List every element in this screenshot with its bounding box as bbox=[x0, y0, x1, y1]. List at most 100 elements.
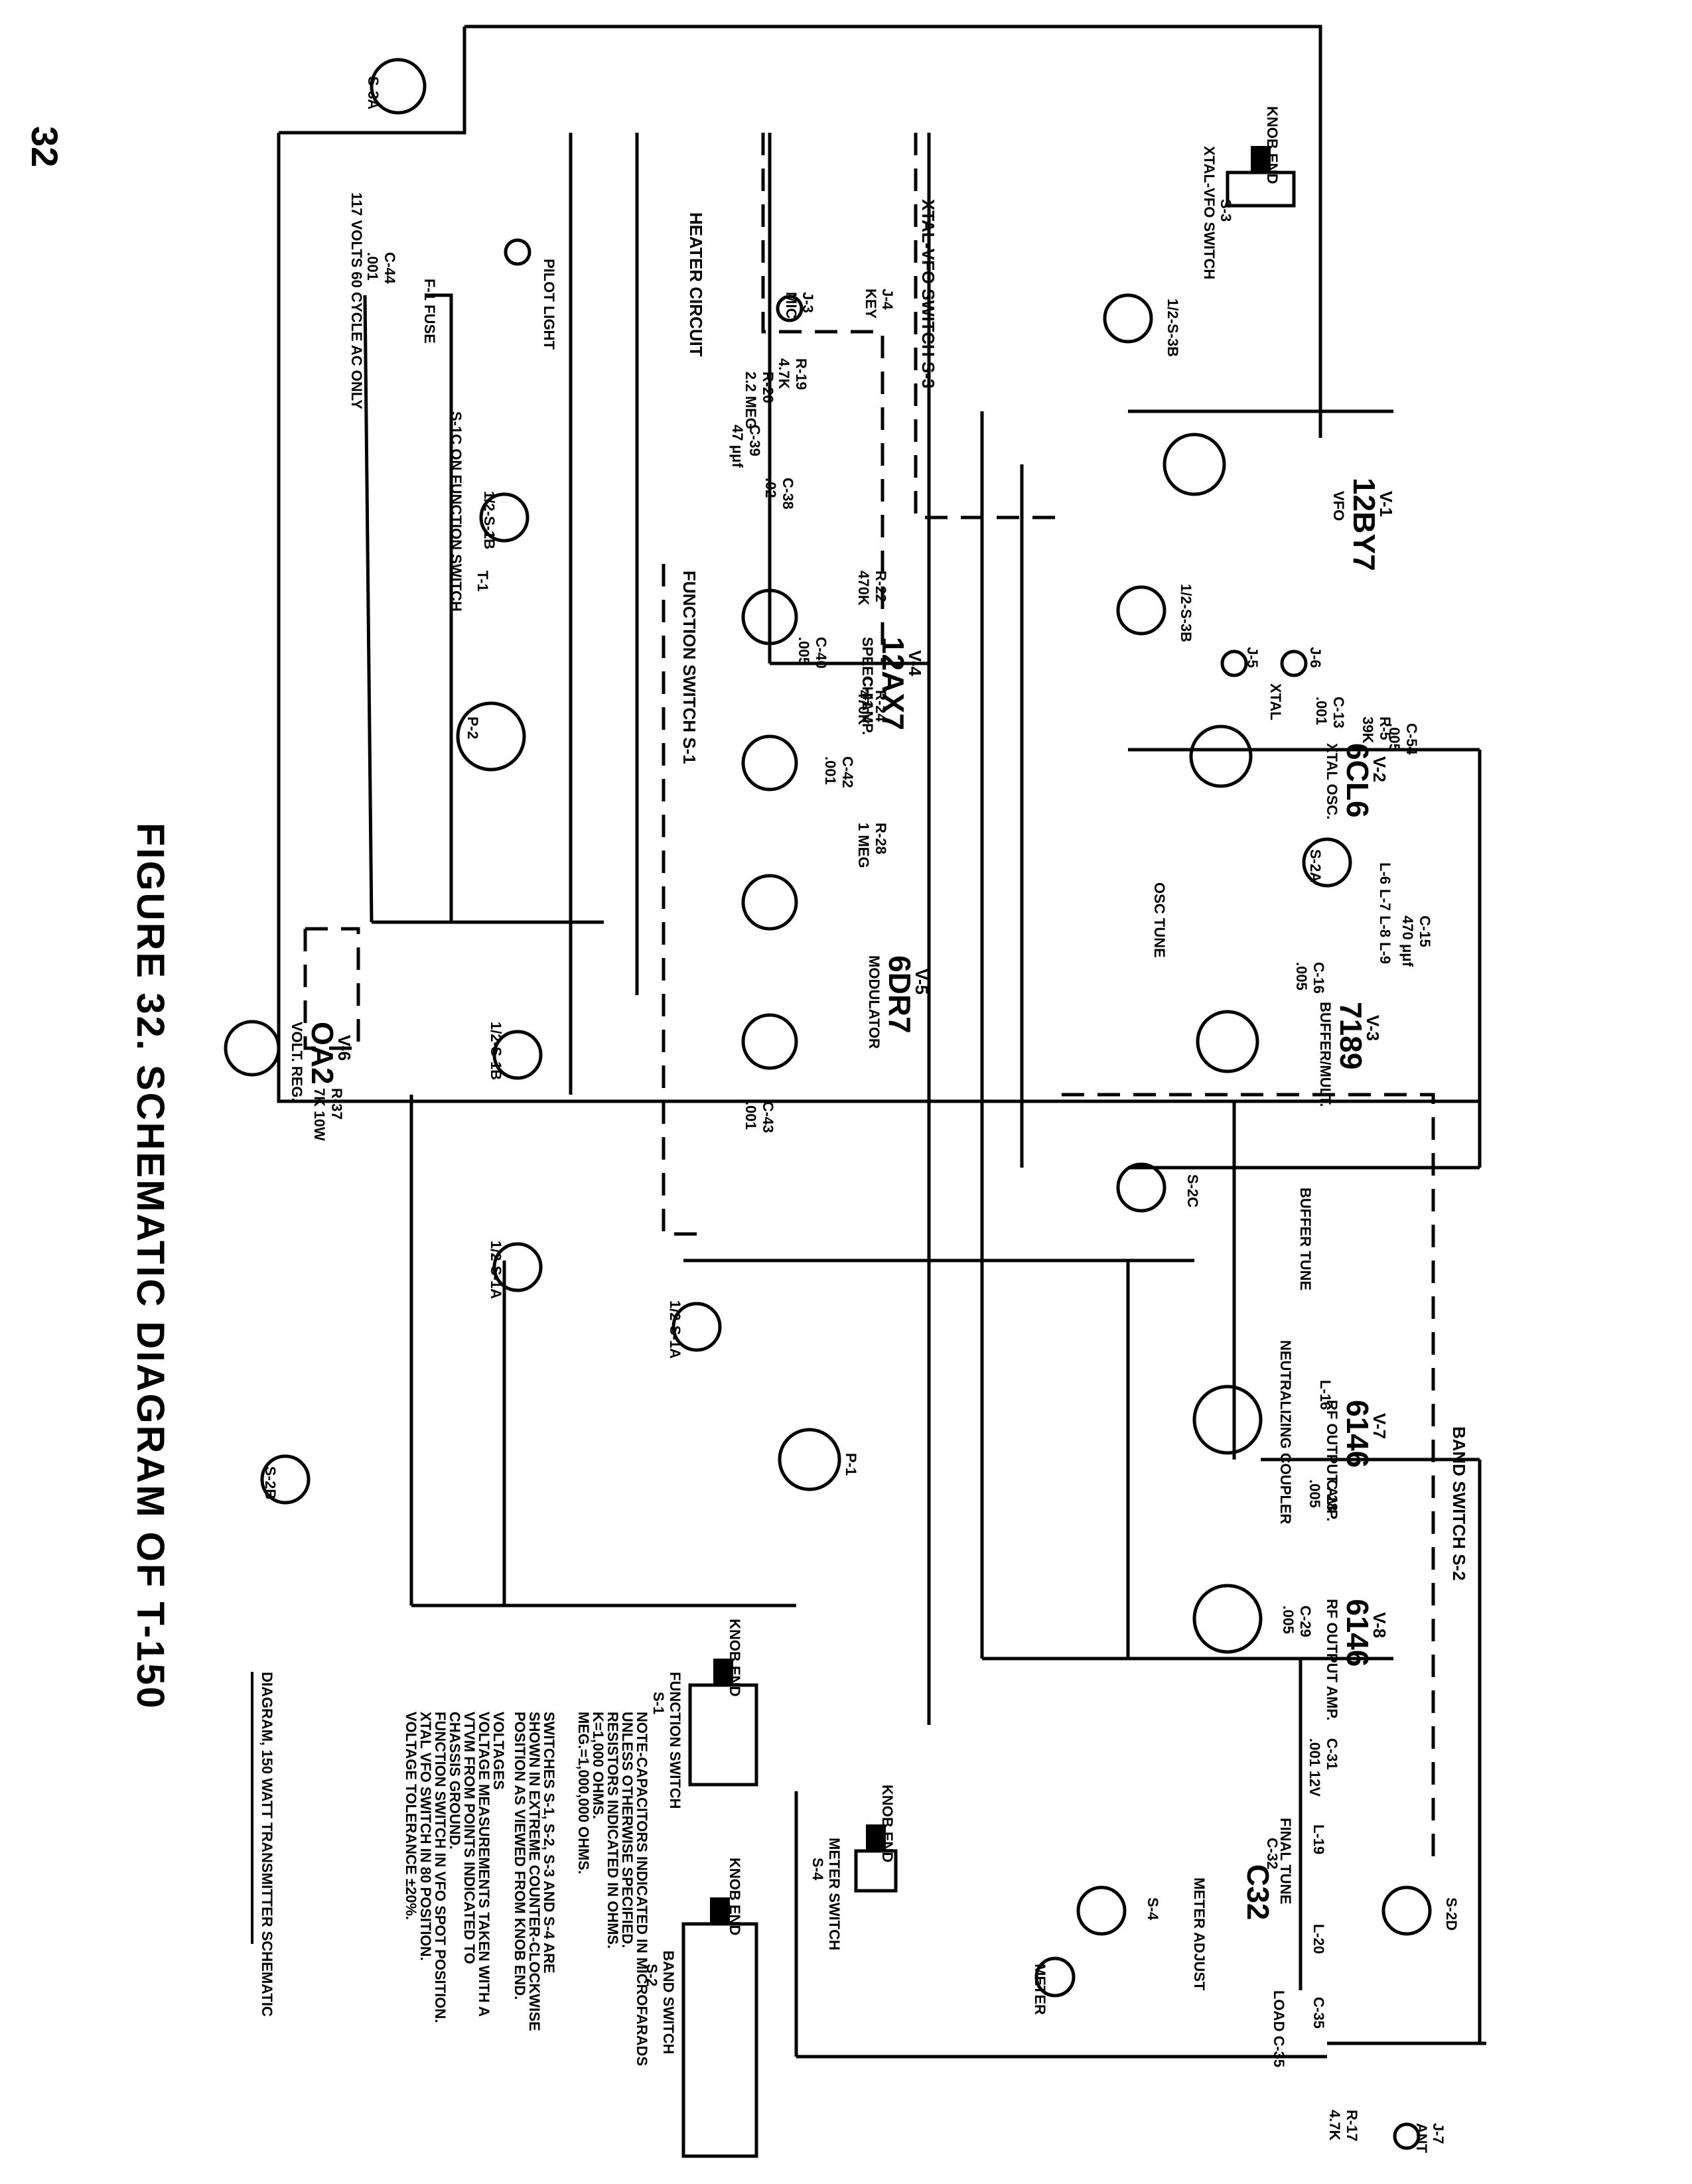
tube-v4b bbox=[741, 734, 798, 791]
component-value: .005 bbox=[796, 637, 812, 665]
switch-view-title: XTAL-VFO SWITCH bbox=[1201, 146, 1218, 279]
pilot-light bbox=[504, 238, 531, 266]
component-ref: C-15 bbox=[1417, 916, 1433, 947]
jack-ref: J-7 bbox=[1430, 2123, 1446, 2144]
fuse-label: F-1 FUSE bbox=[421, 279, 438, 344]
jack-ref: J-4 bbox=[879, 289, 896, 310]
switch-deck-label: S-2B bbox=[262, 1466, 279, 1499]
component-value: .02 bbox=[762, 478, 779, 498]
component-ref: L-9 bbox=[1377, 942, 1393, 964]
component-ref: R-28 bbox=[873, 823, 889, 854]
jack-j3 bbox=[776, 295, 804, 322]
diagram-caption-block: DIAGRAM, 150 WATT TRANSMITTER SCHEMATIC bbox=[251, 1672, 275, 2017]
switch-view-title: FUNCTION SWITCH bbox=[667, 1672, 683, 1809]
diagram-caption: DIAGRAM, 150 WATT TRANSMITTER SCHEMATIC bbox=[259, 1672, 275, 2017]
switch-s3b-upper bbox=[1103, 293, 1153, 344]
note-line: MEG.=1,000,000 OHMS. bbox=[575, 1712, 592, 1874]
tube-ref: V-4 bbox=[905, 650, 925, 677]
switch-s1b-lower bbox=[492, 1030, 543, 1080]
final-tune-ref: C-32 bbox=[1264, 1838, 1281, 1870]
tube-type: 6146 bbox=[1340, 1599, 1375, 1667]
component-ref: L-8 bbox=[1377, 916, 1393, 937]
knob-end-label: KNOB END bbox=[727, 1858, 743, 1935]
section-labels: HEATER CIRCUIT FUNCTION SWITCH S-1 XTAL-… bbox=[348, 192, 1469, 2067]
knob-end-label: KNOB END bbox=[1264, 106, 1281, 184]
tube-v4a bbox=[741, 588, 798, 646]
switch-deck-label: S-3A bbox=[365, 76, 382, 109]
switch-views: XTAL-VFO SWITCH S-3 KNOB END FUNCTION SW… bbox=[644, 106, 1296, 2158]
switch-deck-label: 1/2-S-3B bbox=[1164, 299, 1181, 357]
component-ref: L-6 bbox=[1377, 862, 1393, 884]
tube-function: SPEECH AMP. bbox=[859, 637, 876, 735]
band-switch-view: BAND SWITCH S-2 KNOB END bbox=[644, 1858, 758, 2158]
tube-v1 bbox=[1163, 433, 1226, 496]
heater-circuit-label: HEATER CIRCUIT bbox=[686, 212, 706, 357]
switch-deck-label: 1/2-S-1A bbox=[488, 1241, 504, 1299]
switch-s1b-upper bbox=[479, 492, 529, 543]
tube-type: 12BY7 bbox=[1347, 478, 1381, 571]
component-ref: R-24 bbox=[873, 690, 889, 722]
component-value: 47 μμf bbox=[729, 425, 746, 468]
jack-label: XTAL bbox=[1267, 683, 1284, 720]
switch-note-line: SWITCHES S-1, S-2, S-3 AND S-4 ARE bbox=[541, 1712, 557, 1973]
meter-switch-view: METER SWITCH S-4 KNOB END bbox=[810, 1785, 898, 1950]
handwritten-annotation: C32 bbox=[1241, 1864, 1275, 1920]
component-ref: C-42 bbox=[839, 756, 856, 788]
component-value: 470K bbox=[855, 690, 872, 725]
component-value: .001 bbox=[822, 756, 839, 785]
tube-type: 6DR7 bbox=[882, 955, 917, 1034]
switch-s1a-upper bbox=[492, 1242, 543, 1292]
switch-note-line: SHOWN IN EXTREME COUNTER-CLOCKWISE bbox=[526, 1712, 543, 2031]
switch-deck-label: 1/2-S-1B bbox=[481, 491, 498, 549]
voltages-note-line: VOLTAGE TOLERANCE ±20%. bbox=[403, 1712, 419, 1920]
component-ref: C-29 bbox=[1297, 1605, 1314, 1637]
tube-v8 bbox=[1192, 1584, 1263, 1654]
switch-view-ref: S-1 bbox=[650, 1692, 667, 1714]
switch-deck-label: S-2D bbox=[1443, 1897, 1460, 1931]
tube-function: RF OUTPUT AMP. bbox=[1324, 1400, 1340, 1521]
socket-ref: P-1 bbox=[843, 1453, 859, 1475]
component-ref: C-38 bbox=[780, 478, 796, 510]
switch-s4 bbox=[1076, 1885, 1127, 1936]
socket-p2 bbox=[456, 701, 526, 772]
switch-deck-label: S-4 bbox=[1145, 1897, 1161, 1921]
socket-ref: P-2 bbox=[464, 717, 481, 739]
tube-v5b bbox=[741, 1013, 798, 1070]
tube-function: MODULATOR bbox=[866, 955, 882, 1049]
switch-deck-label: 1/2-S-3B bbox=[1178, 584, 1194, 642]
component-ref: L-19 bbox=[1310, 1824, 1327, 1854]
tube-ref: V-2 bbox=[1370, 756, 1389, 782]
switch-s2d bbox=[1381, 1885, 1432, 1936]
jack-j5 bbox=[1220, 649, 1248, 677]
switch-deck-labels: S-3A 1/2-S-3B 1/2-S-3B S-2A S-2B S-2C S-… bbox=[262, 76, 1460, 1931]
knob-end-label: KNOB END bbox=[879, 1785, 896, 1862]
component-ref: R-20 bbox=[760, 372, 776, 403]
component-ref: C-13 bbox=[1330, 697, 1347, 728]
voltages-note-line: VTVM FROM POINTS INDICATED TO bbox=[461, 1712, 478, 1964]
component-ref: R-22 bbox=[873, 571, 889, 602]
meter-adjust-label: METER ADJUST bbox=[1191, 1877, 1208, 1991]
switch-view-ref: S-2 bbox=[644, 1964, 660, 1986]
component-ref: L-7 bbox=[1377, 889, 1393, 911]
tube-ref: V-8 bbox=[1370, 1612, 1389, 1638]
switch-deck-label: S-2A bbox=[1307, 849, 1324, 882]
switch-deck-label: S-2C bbox=[1184, 1174, 1201, 1207]
tube-v5a bbox=[741, 874, 798, 931]
note-line: RESISTORS INDICATED IN OHMS. bbox=[604, 1712, 621, 1948]
component-value: .005 bbox=[1306, 1479, 1323, 1508]
component-value: .005 bbox=[1280, 1605, 1297, 1634]
voltages-note-line: FUNCTION SWITCH IN VFO SPOT POSITION. bbox=[432, 1712, 449, 2023]
function-switch-label: FUNCTION SWITCH S-1 bbox=[679, 571, 699, 764]
jack-label: MIC bbox=[783, 292, 800, 318]
switch-note-line: POSITION AS VIEWED FROM KNOB END. bbox=[512, 1712, 528, 2000]
tube-type: 7189 bbox=[1334, 1002, 1368, 1069]
meter bbox=[1034, 1956, 1076, 1998]
note-line: UNLESS OTHERWISE SPECIFIED. bbox=[619, 1712, 636, 1948]
component-value: .001 bbox=[364, 252, 381, 281]
pilot-light-label: PILOT LIGHT bbox=[541, 259, 557, 350]
component-ref: C-41 bbox=[859, 677, 876, 709]
tube-function: VFO bbox=[1330, 491, 1347, 521]
tube-type: 12AX7 bbox=[876, 637, 910, 730]
component-value: 4.7K bbox=[776, 358, 792, 389]
